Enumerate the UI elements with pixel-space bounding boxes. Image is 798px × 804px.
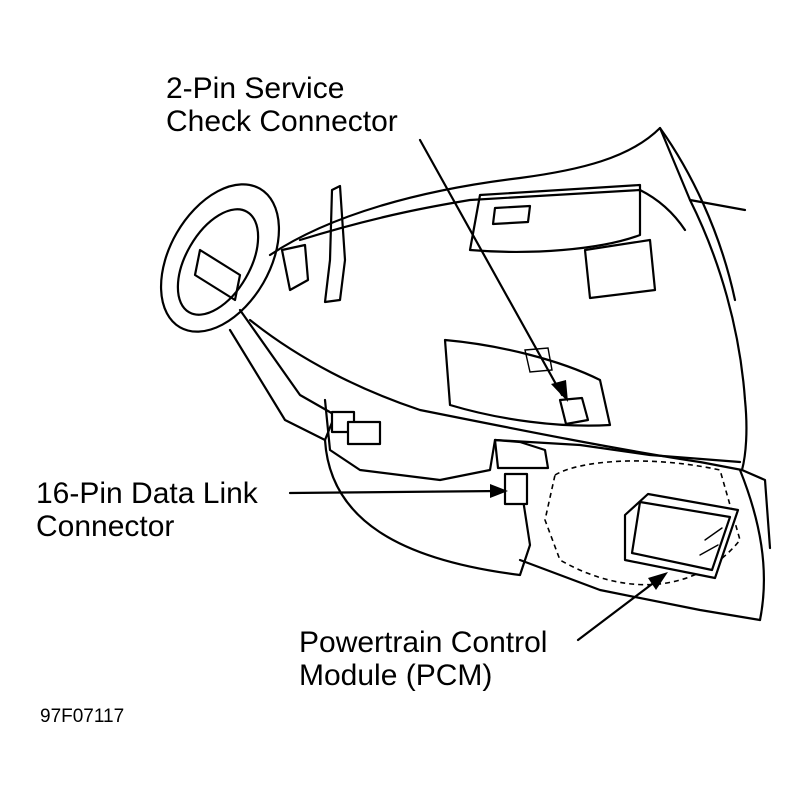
center-console-panel — [443, 338, 612, 427]
callout-line: Connector — [36, 510, 175, 543]
callout-line: Module (PCM) — [299, 659, 493, 692]
service-check-connector — [558, 396, 590, 426]
leader-data-link — [288, 489, 502, 495]
leader-service-check — [418, 138, 564, 397]
leader-pcm — [576, 576, 662, 642]
switch-2 — [346, 420, 382, 446]
arrowhead-data-link — [490, 484, 508, 498]
right-side-panel — [738, 468, 765, 622]
pcm-module — [623, 492, 740, 580]
arrowhead-service-check — [551, 380, 568, 402]
arrowhead-pcm — [648, 572, 668, 590]
right-kick-panel — [518, 558, 762, 622]
callout-data-link-connector: 16-Pin Data Link Connector — [36, 477, 258, 543]
callout-powertrain-control-module: Powertrain Control Module (PCM) — [299, 626, 547, 692]
callout-line: 2-Pin Service — [166, 72, 345, 105]
shift-lever — [323, 184, 347, 304]
callout-service-check-connector: 2-Pin Service Check Connector — [166, 72, 398, 138]
dash-lower-edge — [248, 318, 744, 472]
callout-line: 16-Pin Data Link — [36, 477, 258, 510]
data-link-connector — [503, 472, 529, 506]
callout-line: Check Connector — [166, 105, 398, 138]
steering-wheel-outer — [159, 183, 281, 333]
knee-panel — [323, 398, 742, 482]
right-vent — [583, 238, 657, 300]
steering-wheel-inner — [176, 208, 260, 316]
vent-slot — [491, 204, 532, 226]
dashboard-outline — [268, 126, 772, 550]
steering-column — [228, 308, 337, 442]
callout-line: Powertrain Control — [299, 626, 548, 659]
turn-signal-stalk — [280, 243, 310, 292]
steering-hub — [193, 248, 242, 302]
lower-left-panel — [323, 438, 532, 577]
figure-id: 97F07117 — [40, 706, 125, 727]
glovebox-upper — [468, 183, 642, 253]
dash-top-edge — [298, 188, 687, 242]
right-edge-2 — [688, 198, 747, 212]
